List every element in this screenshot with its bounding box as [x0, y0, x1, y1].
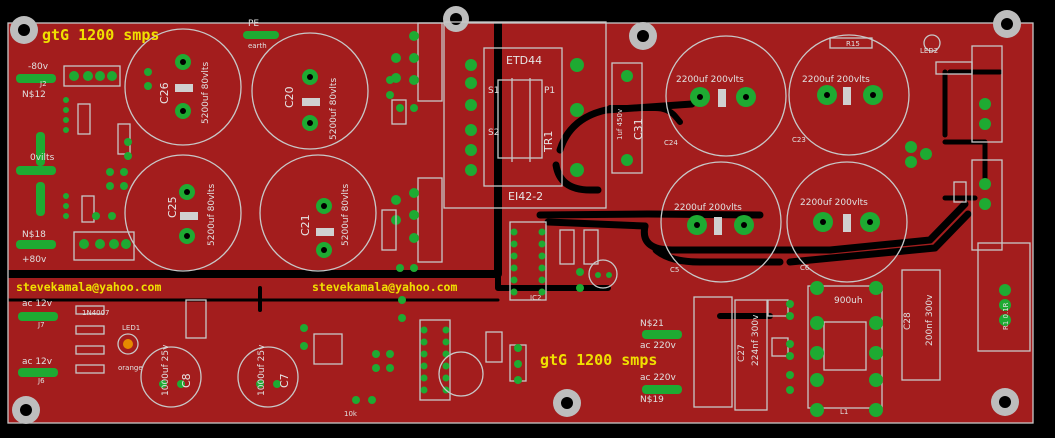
label-ac12-top: ac 12v [22, 299, 53, 309]
label-n19: N$19 [640, 395, 664, 405]
label-j7: J7 [37, 321, 45, 329]
email-label-left: stevekamala@yahoo.com [16, 280, 161, 294]
capacitor-c28-outline [901, 269, 941, 381]
label-c6-value: 2200uf 200vlts [800, 198, 868, 208]
label-c27-value: 224nf 300v [751, 314, 761, 366]
label-s1: S1 [488, 86, 499, 96]
transformer-tr1 [443, 21, 607, 209]
label-shunt: R1 0.1R [1002, 302, 1010, 330]
board-title-top: gtG 1200 smps [42, 26, 159, 44]
mosfet-outline [971, 159, 1003, 251]
mounting-holes [10, 6, 1021, 424]
r15-outline [829, 37, 873, 49]
label-led1-color: orange [118, 364, 143, 372]
right-pads [905, 98, 1011, 326]
label-diode: 1N4007 [82, 309, 110, 317]
label-n12: N$12 [22, 90, 46, 100]
label-plus80: +80v [22, 255, 47, 265]
label-ac220-bottom: ac 220v [640, 373, 677, 383]
label-n21: N$21 [640, 319, 664, 329]
led1-body [123, 339, 133, 349]
led2-outline [923, 34, 941, 52]
label-r15: R15 [846, 40, 860, 48]
mosfet-outline [971, 45, 1003, 143]
label-trimmer: 10k [344, 410, 358, 418]
label-c28-name: C28 [903, 312, 913, 330]
label-c5-name: C5 [670, 266, 679, 274]
choke-pads [810, 281, 883, 417]
label-led1: LED1 [122, 324, 140, 332]
board-outline [7, 22, 1034, 424]
label-c21-value: 5200uf 80vlts [341, 184, 351, 246]
c31-pad [621, 70, 633, 82]
ic-area [419, 221, 547, 401]
label-c24-name: C24 [664, 139, 678, 147]
label-n18: N$18 [22, 230, 46, 240]
heatsink-outlines [417, 22, 443, 263]
bridge-rectifier-outline [63, 65, 121, 87]
label-c7-value: 1000uf 25v [257, 344, 267, 396]
label-led2: LED2 [920, 47, 938, 55]
label-c8-value: 1000uf 25v [161, 344, 171, 396]
c31-pad [621, 154, 633, 166]
label-j2: J2 [39, 80, 47, 88]
bridge-pads [69, 71, 117, 81]
label-c6-name: C6 [800, 264, 810, 272]
label-c25-value: 5200uf 80vlts [207, 184, 217, 246]
label-etd44: ETD44 [506, 54, 542, 67]
email-label-mid: stevekamala@yahoo.com [312, 280, 457, 294]
label-c24-value: 2200uf 200vlts [676, 75, 744, 85]
small-caps [117, 259, 618, 408]
ntc-outline [693, 296, 733, 408]
bridge-rectifier-outline [73, 231, 135, 261]
shunt-resistor-outline [977, 242, 1031, 352]
choke-core [823, 321, 867, 371]
label-ac12-bottom: ac 12v [22, 357, 53, 367]
high-voltage-caps [660, 34, 910, 283]
label-tr1: TR1 [542, 131, 555, 153]
label-c8-name: C8 [180, 373, 193, 388]
label-ic2: IC2 [530, 294, 541, 302]
label-zero-volts: 0vilts [30, 153, 55, 163]
label-c7-name: C7 [278, 373, 291, 388]
label-pe: PE [248, 19, 259, 29]
small-pads [92, 68, 794, 404]
label-c28-value: 200nf 300v [925, 294, 935, 346]
label-minus80: -80v [28, 62, 49, 72]
label-l1: L1 [840, 408, 848, 416]
label-ac220-top: ac 220v [640, 341, 677, 351]
heatsink-pads [391, 31, 419, 272]
bridge-pads [79, 239, 131, 249]
capacitor-c31-outline [611, 62, 643, 174]
label-c20-name: C20 [283, 86, 296, 108]
label-c26-value: 5200uf 80vlts [201, 62, 211, 124]
label-ei42: EI42-2 [508, 190, 543, 203]
label-c20-value: 5200uf 80vlts [329, 78, 339, 140]
label-s2: S2 [488, 128, 499, 138]
label-earth: earth [248, 42, 267, 50]
choke-outline [807, 285, 883, 409]
label-choke: 900uh [834, 296, 863, 306]
low-voltage-caps [124, 28, 377, 272]
label-c31-value: 1uf 450v [616, 109, 624, 140]
left-header-pins [63, 97, 69, 219]
small-cap-pads [159, 272, 612, 388]
label-c23-value: 2200uf 200vlts [802, 75, 870, 85]
label-c23-name: C23 [792, 136, 806, 144]
label-c25-name: C25 [166, 196, 179, 218]
label-c27-name: C27 [737, 344, 747, 362]
label-c31-name: C31 [632, 118, 645, 140]
left-terminal-pads [16, 31, 682, 394]
label-j6: J6 [37, 377, 45, 385]
board-title-bottom: gtG 1200 smps [540, 351, 657, 369]
label-p1: P1 [544, 86, 555, 96]
label-c26-name: C26 [158, 82, 171, 104]
ic-pins [420, 228, 546, 394]
capacitor-c27-outline [734, 299, 768, 411]
label-c5-value: 2200uf 200vlts [674, 203, 742, 213]
label-c21-name: C21 [299, 214, 312, 236]
